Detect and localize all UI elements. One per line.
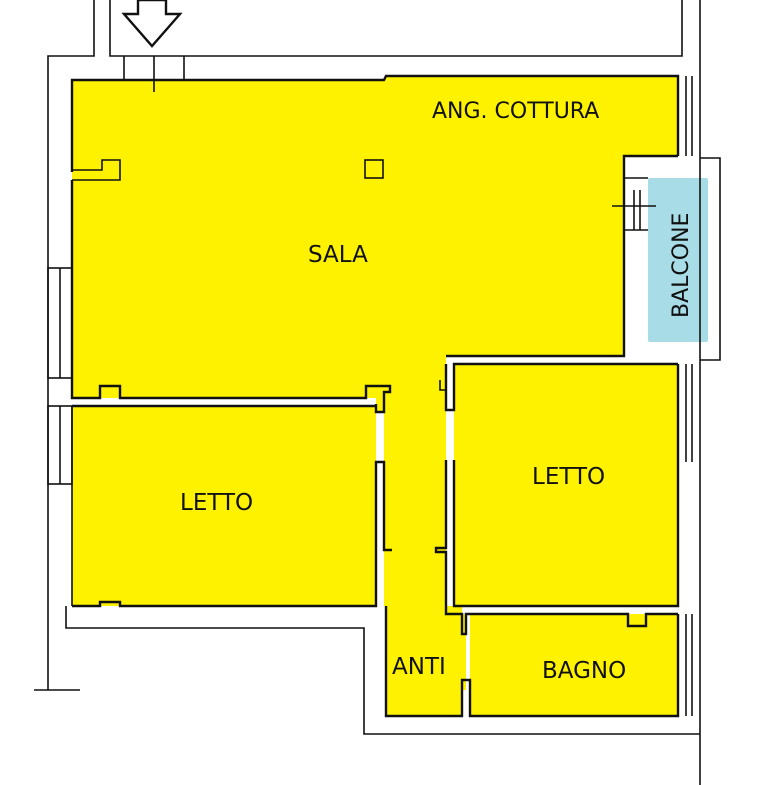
entrance-arrow-icon [121, 0, 183, 48]
room-label-bathroom: BAGNO [542, 658, 626, 684]
room-label-bedroom-right: LETTO [532, 464, 605, 490]
room-label-balcony: BALCONE [669, 213, 694, 318]
wall-outer-top [109, 0, 683, 57]
walls [34, 0, 721, 785]
living-room-area [72, 76, 678, 398]
bathroom-area [470, 614, 678, 716]
room-label-living: SALA [308, 242, 368, 268]
bedroom-right-area [454, 364, 678, 606]
room-label-bedroom-left: LETTO [180, 490, 253, 516]
room-label-kitchen: ANG. COTTURA [432, 99, 599, 124]
floor-area [72, 76, 678, 716]
room-label-antechamber: ANTI [392, 654, 446, 680]
balcony-area [648, 178, 708, 342]
corridor-area [376, 396, 466, 716]
bedroom-left-area [72, 406, 376, 606]
